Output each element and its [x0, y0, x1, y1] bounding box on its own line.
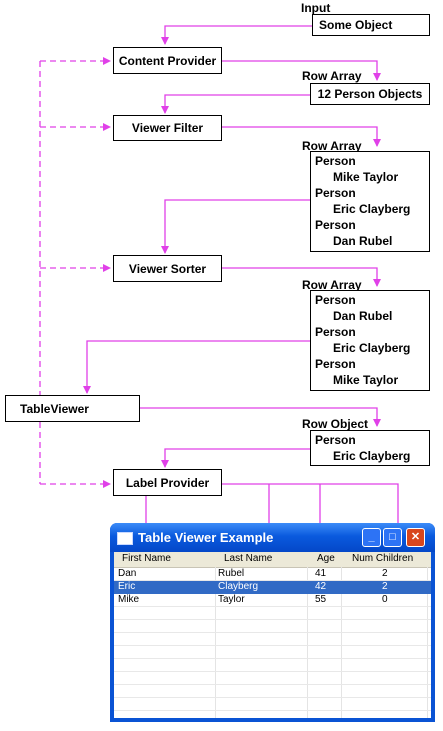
person-type-label: Person: [315, 293, 356, 307]
cell-first-name: Eric: [118, 581, 136, 592]
cell-num-children: 2: [382, 568, 388, 579]
column-header-last-name[interactable]: Last Name: [224, 553, 273, 564]
tableviewer-box: TableViewer: [5, 395, 140, 422]
person-objects-box: 12 Person Objects: [310, 83, 430, 105]
cell-age: 55: [315, 594, 327, 605]
row-object-label: Row Object: [302, 417, 369, 431]
cell-last-name: Taylor: [218, 594, 245, 605]
close-button[interactable]: ✕: [406, 528, 425, 547]
cell-num-children: 0: [382, 594, 388, 605]
some-object-box: Some Object: [312, 14, 430, 36]
person-type-label: Person: [315, 433, 356, 447]
cell-num-children: 2: [382, 581, 388, 592]
filtered-person-list: Person Mike Taylor Person Eric Clayberg …: [310, 151, 430, 252]
column-header-age[interactable]: Age: [317, 553, 335, 564]
person-type-label: Person: [315, 325, 356, 339]
row-object-box: Person Eric Clayberg: [310, 430, 430, 466]
row-array-label: Row Array: [302, 278, 362, 292]
person-name: Dan Rubel: [333, 234, 393, 248]
row-array-label: Row Array: [302, 69, 362, 83]
sorted-person-list: Person Dan Rubel Person Eric Clayberg Pe…: [310, 290, 430, 391]
window-title: Table Viewer Example: [138, 530, 274, 545]
maximize-button[interactable]: □: [383, 528, 402, 547]
cell-first-name: Dan: [118, 568, 137, 579]
content-provider-box: Content Provider: [113, 47, 222, 74]
person-type-label: Person: [315, 357, 356, 371]
cell-last-name: Rubel: [218, 568, 245, 579]
cell-first-name: Mike: [118, 594, 140, 605]
viewer-sorter-box: Viewer Sorter: [113, 255, 222, 282]
table: First Name Last Name Age Num Children Da…: [114, 552, 431, 718]
row-array-label: Row Array: [302, 139, 362, 153]
cell-age: 42: [315, 581, 327, 592]
person-name: Eric Clayberg: [333, 449, 411, 463]
column-header-first-name[interactable]: First Name: [122, 553, 171, 564]
label-provider-box: Label Provider: [113, 469, 222, 496]
minimize-button[interactable]: _: [362, 528, 381, 547]
column-header-num-children[interactable]: Num Children: [352, 553, 414, 564]
table-row[interactable]: Mike Taylor 55 0: [114, 594, 431, 607]
table-row[interactable]: Dan Rubel 41 2: [114, 568, 431, 581]
person-name: Mike Taylor: [333, 170, 399, 184]
cell-last-name: Clayberg: [218, 581, 259, 592]
person-name: Mike Taylor: [333, 373, 399, 387]
person-name: Eric Clayberg: [333, 202, 411, 216]
cell-age: 41: [315, 568, 327, 579]
viewer-filter-box: Viewer Filter: [113, 115, 222, 141]
table-header: First Name Last Name Age Num Children: [114, 552, 431, 568]
person-name: Dan Rubel: [333, 309, 393, 323]
person-name: Eric Clayberg: [333, 341, 411, 355]
table-row-selected[interactable]: Eric Clayberg 42 2: [114, 581, 431, 594]
person-type-label: Person: [315, 218, 356, 232]
window-title-bar[interactable]: Table Viewer Example _ □ ✕: [110, 523, 435, 552]
person-type-label: Person: [315, 186, 356, 200]
table-viewer-window: Table Viewer Example _ □ ✕ First Name La…: [110, 523, 435, 722]
window-icon: [117, 532, 133, 545]
input-label: Input: [301, 1, 331, 15]
person-type-label: Person: [315, 154, 356, 168]
